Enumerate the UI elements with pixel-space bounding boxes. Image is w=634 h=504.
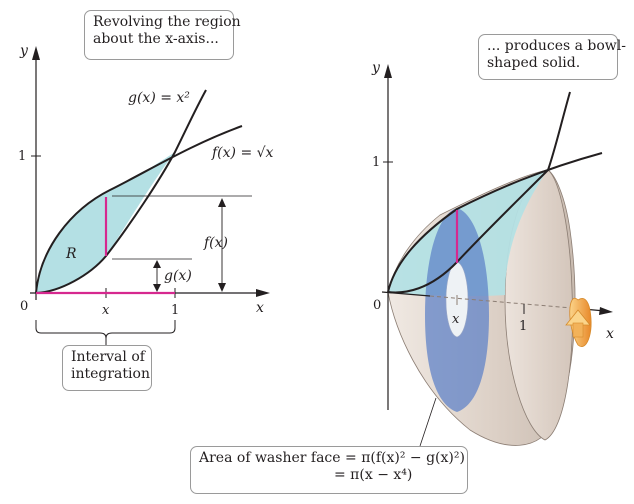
right-y-axis-arrow [384, 64, 392, 78]
left-x-marker-label: x [102, 303, 110, 318]
right-x-axis-label: x [606, 326, 614, 342]
right-x-axis-hidden [429, 295, 573, 309]
right-plot: y x 0 1 1 x [371, 60, 614, 447]
right-origin-label: 0 [373, 298, 381, 313]
callout-interval-line2: integration [71, 366, 150, 382]
right-y-tick-label: 1 [372, 155, 380, 170]
left-y-axis-label: y [19, 43, 29, 59]
right-y-axis-label: y [371, 60, 381, 76]
callout-washer-area: Area of washer face = π(f(x)² − g(x)²) =… [190, 446, 468, 494]
f-dimension-label: f(x) [203, 235, 228, 251]
g-dimension-arrowhead-bottom [153, 284, 161, 292]
g-dimension-arrowhead-top [153, 260, 161, 268]
rotation-arrow-icon [565, 297, 592, 347]
callout-washer-line1: Area of washer face = π(f(x)² − g(x)²) [199, 450, 465, 466]
left-y-axis-arrow [32, 46, 40, 60]
callout-revolving: Revolving the region about the x-axis... [84, 10, 241, 60]
callout-interval-line1: Interval of [71, 349, 145, 365]
f-curve-label: f(x) = √x [211, 145, 274, 161]
left-x-axis-label: x [256, 300, 264, 316]
washer-ring [425, 208, 489, 412]
right-curve-g-square [387, 91, 571, 294]
region-r-label: R [65, 246, 77, 262]
callout-bowl-solid: ... produces a bowl- shaped solid. [478, 34, 627, 80]
left-origin-label: 0 [20, 299, 28, 314]
callout-revolving-line2: about the x-axis... [93, 31, 219, 47]
g-dimension-label: g(x) [164, 268, 192, 284]
left-y-tick-label: 1 [18, 149, 26, 164]
callout-bowl-line2: shaped solid. [487, 55, 581, 71]
right-x-marker-label: x [452, 312, 460, 327]
left-plot: y x 0 1 1 x R g(x) = x² f(x) = √x f(x) g… [18, 43, 274, 345]
interval-brace [35, 320, 176, 339]
right-x-axis-arrow [599, 307, 613, 315]
left-x-tick-label: 1 [171, 303, 179, 318]
curve-g-square [35, 89, 207, 294]
left-x-axis-arrow [256, 289, 270, 297]
washer-callout-leader [419, 397, 437, 447]
f-dimension-arrowhead-top [218, 198, 226, 207]
callout-washer-line2: = π(x − x⁴) [334, 467, 413, 483]
right-curve-f-sqrt [387, 152, 603, 293]
curve-f-sqrt [35, 125, 243, 294]
f-dimension-arrowhead-bottom [218, 283, 226, 292]
callout-interval: Interval of integration [62, 345, 152, 391]
callout-revolving-line1: Revolving the region [93, 14, 241, 30]
right-x-tick-label: 1 [519, 319, 527, 334]
g-curve-label: g(x) = x² [128, 90, 190, 106]
callout-bowl-line1: ... produces a bowl- [487, 38, 627, 54]
